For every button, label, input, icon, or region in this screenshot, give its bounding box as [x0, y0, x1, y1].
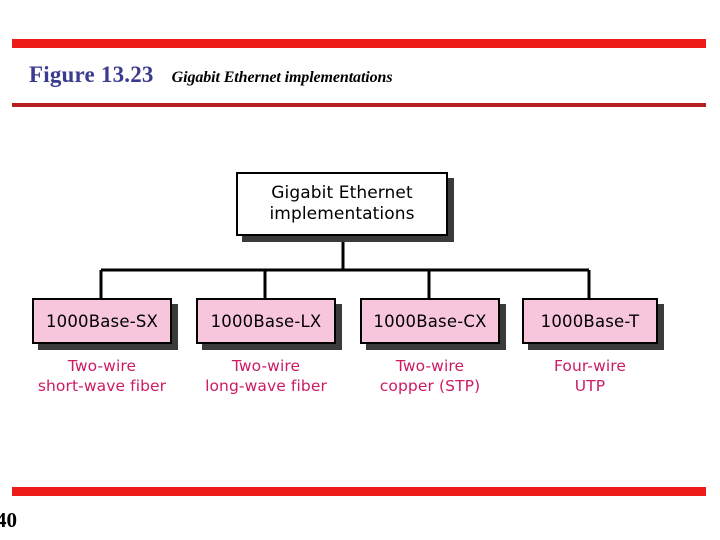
root-node-line1: Gigabit Ethernet — [271, 182, 413, 203]
leaf-node-1000base-t[interactable]: 1000Base-T — [522, 298, 658, 344]
figure-title: Figure 13.23 Gigabit Ethernet implementa… — [29, 62, 393, 88]
root-node-gigabit-ethernet-implementations[interactable]: Gigabit Ethernet implementations — [236, 172, 448, 236]
leaf-caption-line2: copper (STP) — [379, 377, 481, 396]
leaf-caption-1000base-lx: Two-wire long-wave fiber — [176, 356, 356, 397]
figure-number-label: Figure 13.23 — [29, 62, 154, 87]
leaf-caption-1000base-sx: Two-wire short-wave fiber — [12, 356, 192, 397]
top-accent-bar — [12, 39, 706, 48]
leaf-caption-1000base-t: Four-wire UTP — [500, 356, 680, 397]
leaf-caption-line1: Two-wire — [67, 357, 137, 375]
leaf-node-label: 1000Base-SX — [45, 311, 159, 331]
leaf-node-label: 1000Base-LX — [210, 311, 322, 331]
title-underline-rule — [12, 103, 706, 107]
bottom-accent-bar — [12, 487, 706, 496]
figure-caption-label: Gigabit Ethernet implementations — [171, 69, 393, 86]
leaf-caption-line1: Four-wire — [553, 357, 627, 375]
leaf-node-label: 1000Base-CX — [373, 311, 487, 331]
leaf-node-1000base-cx[interactable]: 1000Base-CX — [360, 298, 500, 344]
leaf-caption-line1: Two-wire — [395, 357, 465, 375]
leaf-caption-line2: UTP — [574, 377, 606, 396]
leaf-caption-line1: Two-wire — [231, 357, 301, 375]
leaf-node-1000base-lx[interactable]: 1000Base-LX — [196, 298, 336, 344]
leaf-caption-1000base-cx: Two-wire copper (STP) — [340, 356, 520, 397]
leaf-node-1000base-sx[interactable]: 1000Base-SX — [32, 298, 172, 344]
leaf-node-label: 1000Base-T — [540, 311, 640, 331]
page-number: 40 — [0, 508, 17, 532]
leaf-caption-line2: long-wave fiber — [205, 377, 327, 396]
root-node-line2: implementations — [269, 204, 415, 224]
leaf-caption-line2: short-wave fiber — [37, 377, 167, 396]
